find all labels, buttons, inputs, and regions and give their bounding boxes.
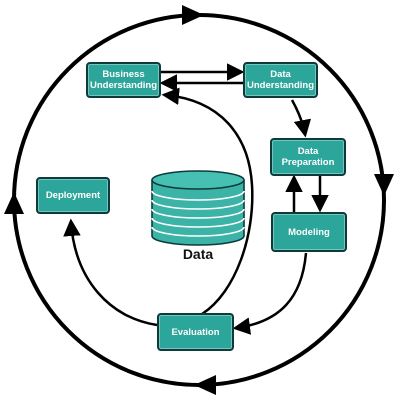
- business-understanding-box: Business Understanding: [86, 62, 161, 98]
- deployment-box: Deployment: [36, 177, 110, 214]
- data-preparation-box: Data Preparation: [270, 138, 346, 176]
- outer-arrow-top: [182, 5, 204, 25]
- arrow-modeling-to-evaluation: [232, 252, 308, 335]
- arrow-evaluation-to-business: [161, 87, 254, 316]
- outer-arrow-right: [374, 174, 394, 196]
- data-label: Data: [182, 246, 214, 262]
- arrow-data-understanding-to-preparation: [290, 99, 312, 138]
- outer-arrow-left: [4, 192, 24, 214]
- outer-arrow-bottom: [194, 375, 216, 395]
- evaluation-box: Evaluation: [157, 313, 234, 351]
- modeling-box: Modeling: [271, 212, 347, 252]
- arrow-evaluation-to-deployment: [63, 218, 158, 327]
- database-icon: [151, 170, 245, 246]
- data-understanding-box: Data Understanding: [243, 62, 318, 98]
